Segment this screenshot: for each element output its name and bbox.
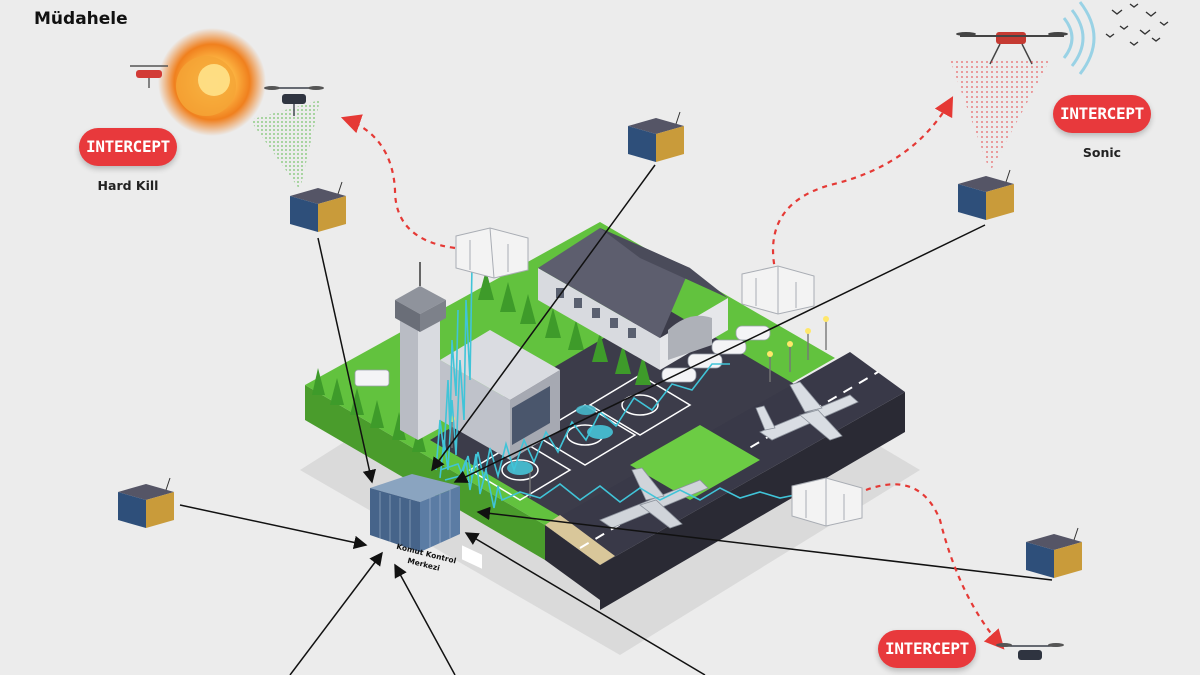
command-center-unit — [370, 474, 460, 552]
intercept-badge-sonic: INTERCEPT — [1053, 95, 1151, 133]
intercept-paths — [340, 96, 1005, 650]
intercept-caption-hardkill: Hard Kill — [97, 178, 159, 193]
hardkill-beam — [250, 100, 320, 190]
sonic-waves — [1062, 1, 1096, 75]
jammer-unit-icon — [290, 181, 346, 232]
airplane-1 — [755, 381, 859, 441]
intercept-badge-bottom: INTERCEPT — [878, 630, 976, 668]
jammer-unit-icon — [628, 111, 684, 162]
hangar — [538, 228, 728, 370]
helicopters — [507, 405, 613, 475]
jammer-unit-icon — [1026, 527, 1082, 578]
red-drone-icon — [130, 65, 168, 88]
network-links — [179, 164, 1053, 675]
shelter-unit-icon — [455, 227, 529, 279]
sonic-threat-drone-icon — [956, 32, 1068, 65]
birds-icon — [1105, 3, 1169, 46]
shelter-unit-icon — [741, 265, 815, 315]
airplane-2 — [599, 467, 709, 529]
interceptor-drone-icon — [264, 86, 324, 116]
intercept-badge-hardkill: INTERCEPT — [79, 128, 177, 166]
explosion — [158, 28, 266, 136]
shelter-unit-icon — [791, 477, 863, 527]
bottom-threat-drone-icon — [996, 643, 1064, 660]
shelter-containers — [455, 227, 863, 527]
page-title: Müdahele — [34, 9, 128, 29]
jammer-units — [118, 111, 1082, 578]
jammer-unit-icon — [958, 169, 1014, 220]
signal-waves — [435, 264, 796, 509]
control-tower — [395, 262, 446, 440]
sonic-cone — [950, 60, 1050, 172]
jammer-unit-icon — [118, 477, 174, 528]
intercept-caption-sonic: Sonic — [1082, 145, 1122, 160]
